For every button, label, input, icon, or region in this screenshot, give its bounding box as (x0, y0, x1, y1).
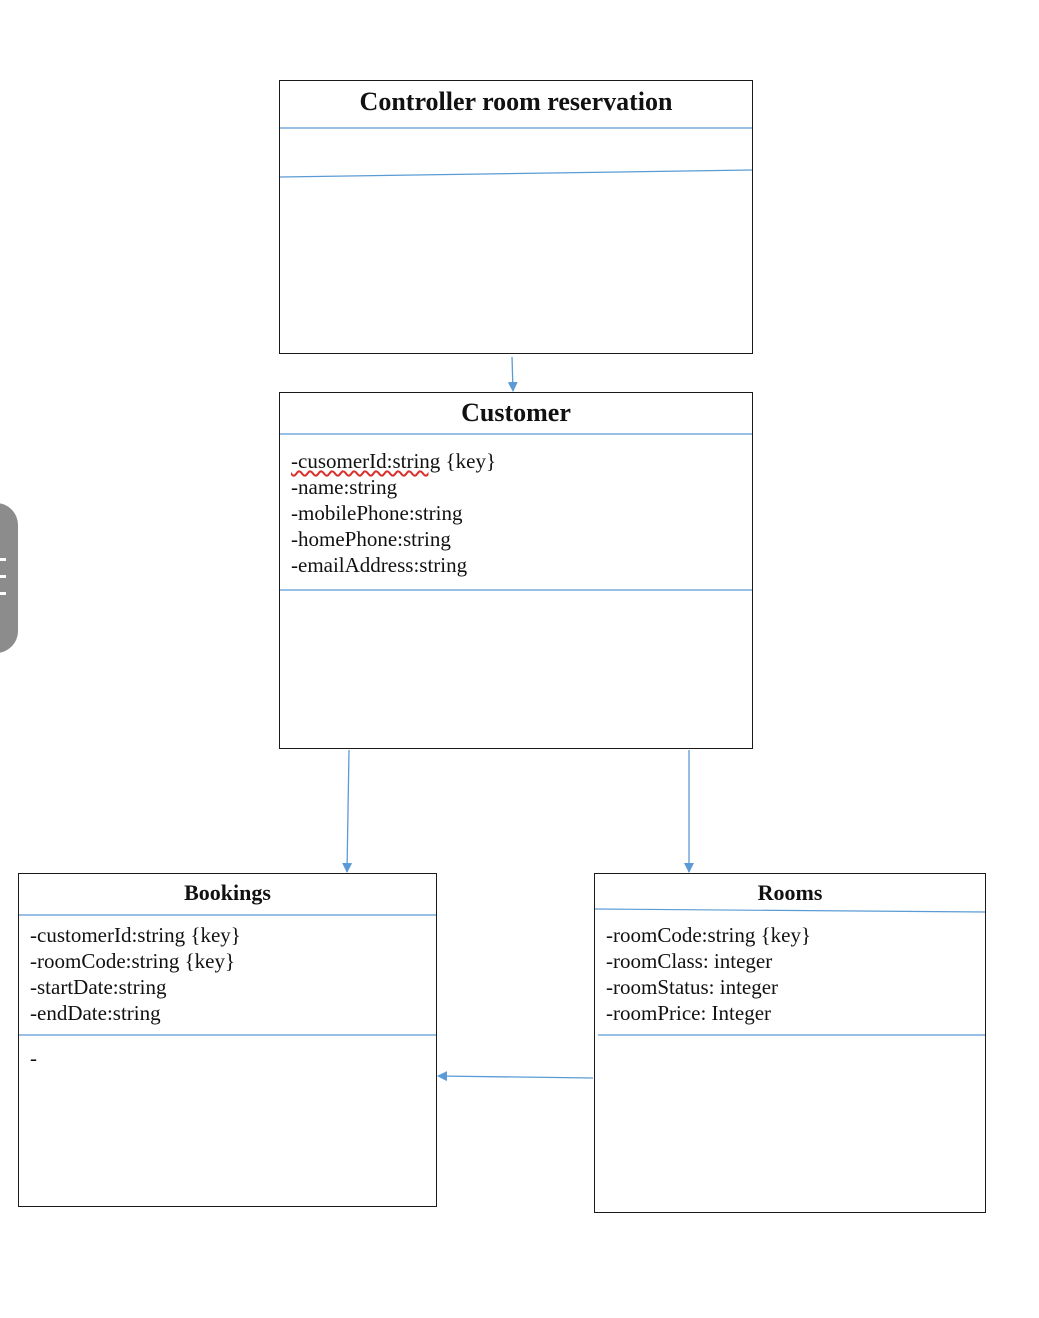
grip-icon (0, 558, 6, 561)
grip-icon (0, 592, 6, 595)
class-name: Bookings (184, 880, 271, 905)
arrow-rooms-to-bookings[interactable] (437, 1071, 594, 1082)
attribute-item: -customerId:string {key} (30, 923, 241, 947)
arrow-controller-to-customer[interactable] (507, 356, 518, 392)
class-customer[interactable]: Customer -cusomerId:string {key} -name:s… (279, 392, 753, 749)
attribute-list: -roomCode:string {key} -roomClass: integ… (606, 922, 811, 1026)
attribute-list: -cusomerId:string {key} -name:string -mo… (291, 448, 496, 578)
attribute-item: -cusomerId:string {key} (291, 448, 496, 474)
class-rooms[interactable]: Rooms -roomCode:string {key} -roomClass:… (594, 873, 986, 1213)
class-name: Customer (461, 398, 571, 427)
attribute-item: -startDate:string (30, 975, 167, 999)
attribute-item: -name:string (291, 475, 398, 499)
class-controller-room-reservation[interactable]: Controller room reservation (279, 80, 753, 354)
attribute-item: -mobilePhone:string (291, 501, 463, 525)
class-name: Controller room reservation (359, 87, 673, 116)
attribute-item: -emailAddress:string (291, 553, 468, 577)
grip-icon (0, 575, 6, 578)
attribute-item: -roomStatus: integer (606, 975, 779, 999)
attribute-item: -endDate:string (30, 1001, 161, 1025)
arrow-customer-to-bookings[interactable] (342, 749, 353, 873)
attribute-list: -customerId:string {key} -roomCode:strin… (30, 922, 241, 1026)
misspelled-text: -cusomerId:string (291, 449, 441, 473)
attribute-item: -roomCode:string {key} (606, 923, 812, 947)
operation-item: - (30, 1046, 37, 1070)
controller-attr-divider (279, 169, 753, 178)
attribute-key-suffix: {key} (440, 449, 497, 473)
class-bookings[interactable]: Bookings -customerId:string {key} -roomC… (18, 873, 437, 1207)
class-name: Rooms (757, 880, 823, 905)
attribute-item: -roomClass: integer (606, 949, 773, 973)
rooms-name-divider (594, 908, 986, 913)
attribute-item: -homePhone:string (291, 527, 451, 551)
side-panel-tab[interactable] (0, 503, 18, 653)
attribute-item: -roomPrice: Integer (606, 1001, 772, 1025)
operation-list: - (30, 1046, 37, 1071)
attribute-item: -roomCode:string {key} (30, 949, 236, 973)
